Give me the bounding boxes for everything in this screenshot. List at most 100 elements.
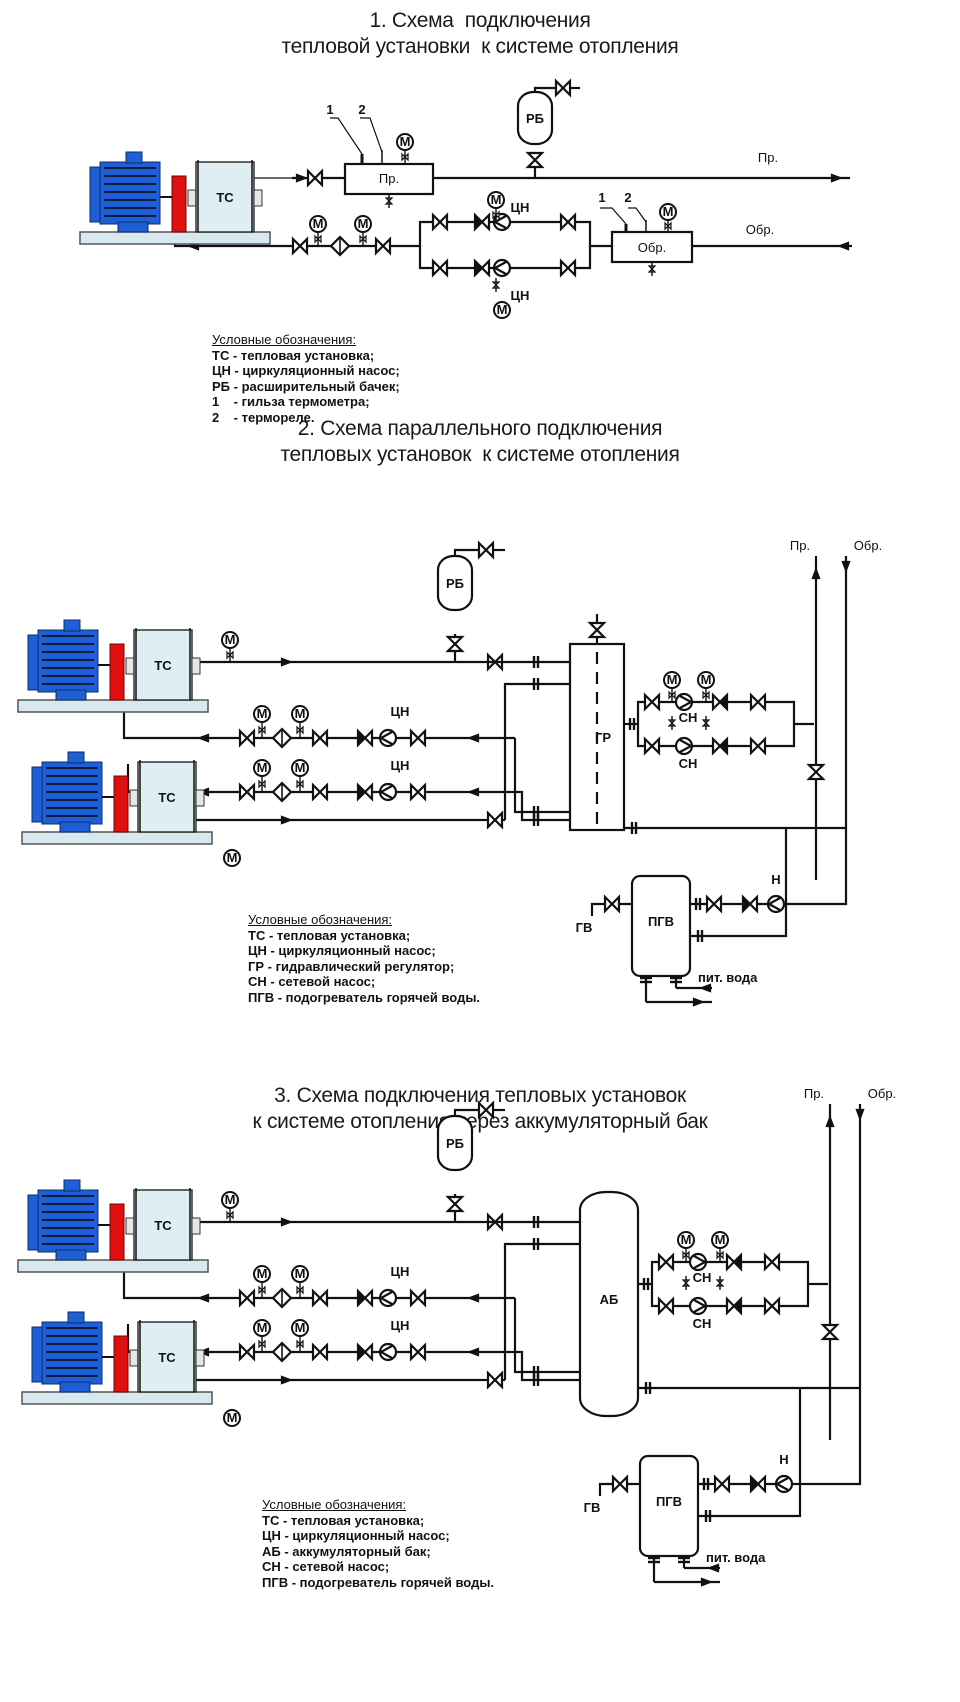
gate-valve-icon <box>763 1252 781 1272</box>
heat-unit-label: ТС <box>158 790 176 805</box>
pump-sn-label-2: СН <box>679 756 698 771</box>
motor-foot <box>117 221 149 233</box>
arrow-head <box>295 173 309 183</box>
out-return-label: Обр. <box>854 538 882 553</box>
pump-icon <box>688 1252 708 1272</box>
valve-body <box>749 736 767 756</box>
check-fill <box>718 692 729 712</box>
hot-water-heater-pgv <box>638 1454 700 1558</box>
drain-body <box>491 281 501 289</box>
flow-arrow-icon <box>855 1108 865 1122</box>
pipe <box>503 1242 580 1380</box>
motor-end <box>31 766 43 823</box>
gate-valve-icon <box>587 621 607 639</box>
valve-body <box>311 1288 329 1308</box>
gate-valve-icon <box>525 151 545 169</box>
base-frame <box>17 699 209 713</box>
expansion-tank-rb-label: РБ <box>446 576 464 591</box>
gauge-label: М <box>681 1232 692 1247</box>
gate-valve-icon <box>311 728 329 748</box>
motor-end <box>31 1326 43 1383</box>
valve-body <box>409 728 427 748</box>
pump-arrow <box>378 1291 393 1305</box>
pressure-gauge-icon: М <box>223 849 241 867</box>
gauge-label: М <box>225 1192 236 1207</box>
gauge-dial <box>309 215 327 233</box>
drain-body <box>384 197 394 205</box>
gauge-label: М <box>491 192 502 207</box>
gauge-label: М <box>227 1410 238 1425</box>
feed-water-label: пит. вода <box>706 1550 766 1565</box>
flange-icon <box>704 1510 712 1522</box>
pump-sn-label-2: СН <box>693 1316 712 1331</box>
valve-body <box>238 728 256 748</box>
callout-1: 1 <box>326 102 333 117</box>
accumulator-tank-ab <box>578 1190 640 1418</box>
gauge-cock <box>258 1285 266 1295</box>
out-supply-label: Пр. <box>758 150 778 165</box>
expansion-tank-rb-label: РБ <box>526 111 544 126</box>
valve-body <box>238 1288 256 1308</box>
valve-body <box>705 894 723 914</box>
gauge-dial <box>291 759 309 777</box>
flow-arrow-icon <box>280 1375 294 1385</box>
gauge-label: М <box>257 760 268 775</box>
check-fill <box>732 1252 743 1272</box>
gauge-label: М <box>295 1266 306 1281</box>
filter-icon <box>271 781 293 803</box>
gate-valve-icon <box>291 236 309 256</box>
gauge-cock <box>226 1210 234 1220</box>
check-open <box>363 728 374 748</box>
pipe <box>513 738 570 814</box>
pump-cn-label: ЦН <box>391 704 410 719</box>
check-open <box>711 736 722 756</box>
motor-end <box>27 1194 39 1251</box>
pressure-gauge-icon: М <box>309 215 327 246</box>
pressure-gauge-icon: М <box>291 759 309 792</box>
pump-arrow <box>378 1345 393 1359</box>
check-valve-icon <box>356 782 374 802</box>
valve-body <box>431 258 449 278</box>
drain-body <box>715 1279 725 1287</box>
callout-1: 1 <box>598 190 605 205</box>
gate-valve-icon <box>806 763 826 781</box>
valve-body <box>311 1342 329 1362</box>
gauge-cock <box>296 1285 304 1295</box>
pump-icon <box>492 258 512 278</box>
motor-foot <box>55 1249 87 1261</box>
pressure-gauge-icon: М <box>396 133 414 164</box>
legend-item: ТС - тепловая установка; <box>262 1512 425 1528</box>
gauge-dial <box>221 631 239 649</box>
heat-unit-body <box>137 1321 197 1393</box>
bearing <box>253 189 263 207</box>
out-return-label: Обр. <box>868 1086 896 1101</box>
gauge-dial <box>253 1265 271 1283</box>
filter-icon <box>329 235 351 257</box>
pump-sn-label: СН <box>679 710 698 725</box>
gauge-cock <box>716 1250 724 1260</box>
check-open <box>711 692 722 712</box>
gate-valve-icon <box>643 692 661 712</box>
terminal-box <box>63 619 81 632</box>
heat-unit-label: ТС <box>154 1218 172 1233</box>
legend-item: АБ - аккумуляторный бак; <box>262 1543 431 1559</box>
gate-valve-icon <box>374 236 392 256</box>
gauge-dial <box>253 705 271 723</box>
pressure-gauge-icon: М <box>223 1409 241 1427</box>
gauge-label: М <box>313 216 324 231</box>
legend-heading: Условные обозначения: <box>262 1497 407 1512</box>
pipe <box>330 117 363 155</box>
gauge-label: М <box>295 706 306 721</box>
check-fill <box>473 258 484 278</box>
pump-arrow <box>378 785 393 799</box>
arrow-head <box>692 997 706 1007</box>
heat-unit-ts: ТС <box>79 151 271 245</box>
scheme-2-title: 2. Схема параллельного подключения тепло… <box>0 416 960 468</box>
valve-body <box>238 1342 256 1362</box>
gate-valve-icon <box>820 1323 840 1341</box>
gauge-cock <box>314 234 322 244</box>
check-fill <box>741 894 752 914</box>
gate-valve-icon <box>763 1296 781 1316</box>
flange-icon <box>532 1238 540 1250</box>
